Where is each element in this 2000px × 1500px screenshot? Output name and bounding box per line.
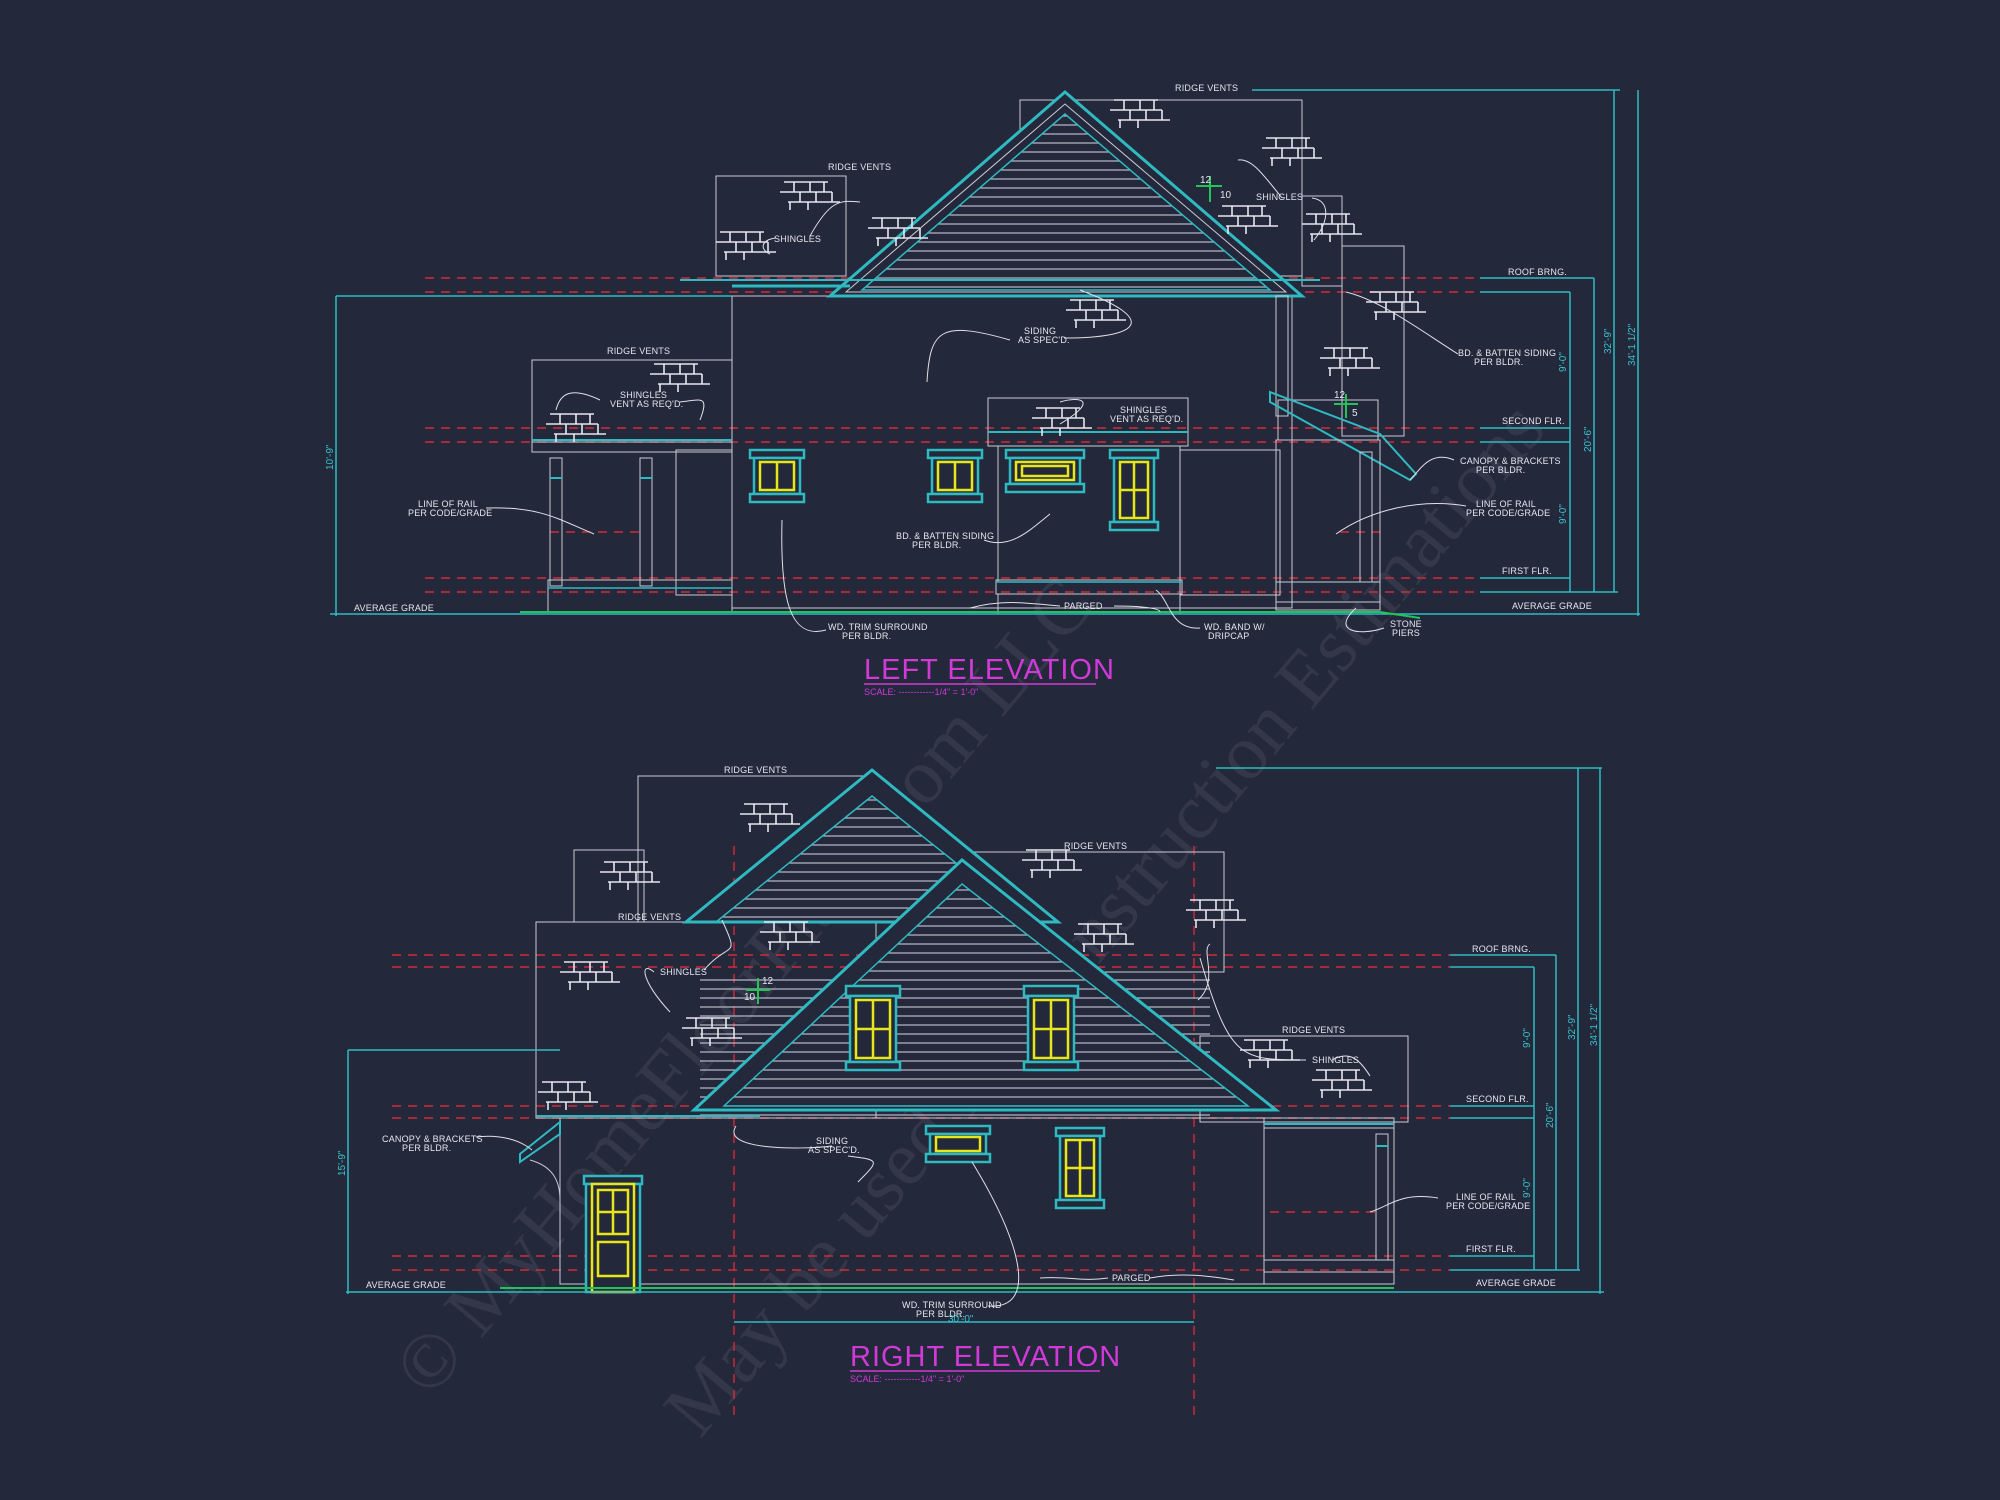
note-wd-band: WD. BAND W/ <box>1204 622 1265 632</box>
note-rail-code: PER CODE/GRADE <box>408 508 492 518</box>
note-siding: SIDING <box>816 1136 848 1146</box>
canopy-pitch-rise: 5 <box>1352 408 1358 419</box>
left-elevation: 12 10 12 5 RIDGE VENTS RIDGE VENTS RIDGE… <box>325 83 1640 697</box>
note-dripcap: DRIPCAP <box>1208 631 1249 641</box>
note-average-grade: AVERAGE GRADE <box>366 1280 446 1290</box>
note-line-of-rail: LINE OF RAIL <box>418 499 478 509</box>
note-roof-bearing: ROOF BRNG. <box>1508 267 1567 277</box>
canopy-pitch-run: 12 <box>1334 390 1346 401</box>
dim-overall-ridge: 34'-1 1/2" <box>1627 323 1638 366</box>
note-parged: PARGED <box>1112 1273 1151 1283</box>
pitch-run: 12 <box>1200 175 1212 186</box>
note-ridge-vents: RIDGE VENTS <box>618 912 681 922</box>
note-average-grade: AVERAGE GRADE <box>1476 1278 1556 1288</box>
note-parged: PARGED <box>1064 601 1103 611</box>
dim-lower-floor: 9'-0" <box>1522 1178 1533 1198</box>
note-shingles: SHINGLES <box>1312 1055 1359 1065</box>
note-ridge-vents: RIDGE VENTS <box>828 162 891 172</box>
note-ridge-vents: RIDGE VENTS <box>607 346 670 356</box>
note-canopy-per: PER BLDR. <box>402 1143 451 1153</box>
note-siding: SIDING <box>1024 326 1056 336</box>
dim-to-roof-bearing: 20'-6" <box>1583 426 1594 452</box>
note-board-batten-per: PER BLDR. <box>912 540 961 550</box>
dim-upper-floor: 9'-0" <box>1558 352 1569 372</box>
right-elevation-scale: SCALE: ------------1/4" = 1'-0" <box>850 1374 964 1384</box>
note-stone: STONE <box>1390 619 1422 629</box>
note-average-grade: AVERAGE GRADE <box>354 603 434 613</box>
note-canopy: CANOPY & BRACKETS <box>1460 456 1561 466</box>
note-siding-spec: AS SPEC'D. <box>1018 335 1070 345</box>
note-rail-code: PER CODE/GRADE <box>1446 1201 1530 1211</box>
pitch-rise: 10 <box>744 992 756 1003</box>
left-elevation-title: LEFT ELEVATION <box>864 654 1115 686</box>
note-shingles: SHINGLES <box>1120 405 1167 415</box>
note-second-floor: SECOND FLR. <box>1502 416 1565 426</box>
note-trim-per: PER BLDR. <box>916 1309 965 1319</box>
note-first-floor: FIRST FLR. <box>1466 1244 1516 1254</box>
note-vent: VENT AS REQ'D. <box>1110 414 1183 424</box>
note-first-floor: FIRST FLR. <box>1502 566 1552 576</box>
note-second-floor: SECOND FLR. <box>1466 1094 1529 1104</box>
dim-width: 30'-0" <box>948 1314 974 1325</box>
note-trim-per: PER BLDR. <box>842 631 891 641</box>
dimension-lines <box>347 767 1602 1323</box>
note-shingles: SHINGLES <box>660 967 707 977</box>
note-board-batten: BD. & BATTEN SIDING <box>1458 348 1556 358</box>
note-board-batten: BD. & BATTEN SIDING <box>896 531 994 541</box>
note-rail-code: PER CODE/GRADE <box>1466 508 1550 518</box>
dim-overall: 32'-9" <box>1603 328 1614 354</box>
window <box>844 984 902 1072</box>
note-board-batten-per: PER BLDR. <box>1474 357 1523 367</box>
note-siding-spec: AS SPEC'D. <box>808 1145 860 1155</box>
note-shingles: SHINGLES <box>774 234 821 244</box>
right-elevation: 12 10 RIDGE VENTS RIDGE VENTS RIDGE VENT… <box>337 765 1604 1415</box>
note-ridge-vents: RIDGE VENTS <box>724 765 787 775</box>
note-trim-surround: WD. TRIM SURROUND <box>902 1300 1002 1310</box>
right-elevation-title: RIGHT ELEVATION <box>850 1341 1121 1373</box>
pitch-run: 12 <box>762 976 774 987</box>
window <box>1054 1126 1106 1210</box>
note-line-of-rail: LINE OF RAIL <box>1476 499 1536 509</box>
transom-window <box>924 1124 992 1164</box>
pitch-rise: 10 <box>1220 190 1232 201</box>
note-vent: VENT AS REQ'D. <box>610 399 683 409</box>
note-trim-surround: WD. TRIM SURROUND <box>828 622 928 632</box>
dim-lower-floor: 9'-0" <box>1558 504 1569 524</box>
dim-overall: 32'-9" <box>1567 1014 1578 1040</box>
window <box>1022 984 1080 1072</box>
left-elevation-scale: SCALE: ------------1/4" = 1'-0" <box>864 687 978 697</box>
note-ridge-vents: RIDGE VENTS <box>1064 841 1127 851</box>
note-canopy: CANOPY & BRACKETS <box>382 1134 483 1144</box>
side-door <box>582 1174 644 1294</box>
note-average-grade: AVERAGE GRADE <box>1512 601 1592 611</box>
note-shingles: SHINGLES <box>1256 192 1303 202</box>
dim-canopy-height: 15'-9" <box>337 1150 348 1176</box>
dim-to-roof-bearing: 20'-6" <box>1545 1102 1556 1128</box>
note-ridge-vents: RIDGE VENTS <box>1282 1025 1345 1035</box>
dim-porch-height: 10'-9" <box>325 444 336 470</box>
note-roof-bearing: ROOF BRNG. <box>1472 944 1531 954</box>
note-line-of-rail: LINE OF RAIL <box>1456 1192 1516 1202</box>
dimension-lines <box>335 89 1639 616</box>
note-shingles: SHINGLES <box>620 390 667 400</box>
note-ridge-vents: RIDGE VENTS <box>1175 83 1238 93</box>
dim-upper-floor: 9'-0" <box>1522 1028 1533 1048</box>
note-canopy-per: PER BLDR. <box>1476 465 1525 475</box>
note-piers: PIERS <box>1392 628 1420 638</box>
dim-overall-ridge: 34'-1 1/2" <box>1589 1003 1600 1046</box>
